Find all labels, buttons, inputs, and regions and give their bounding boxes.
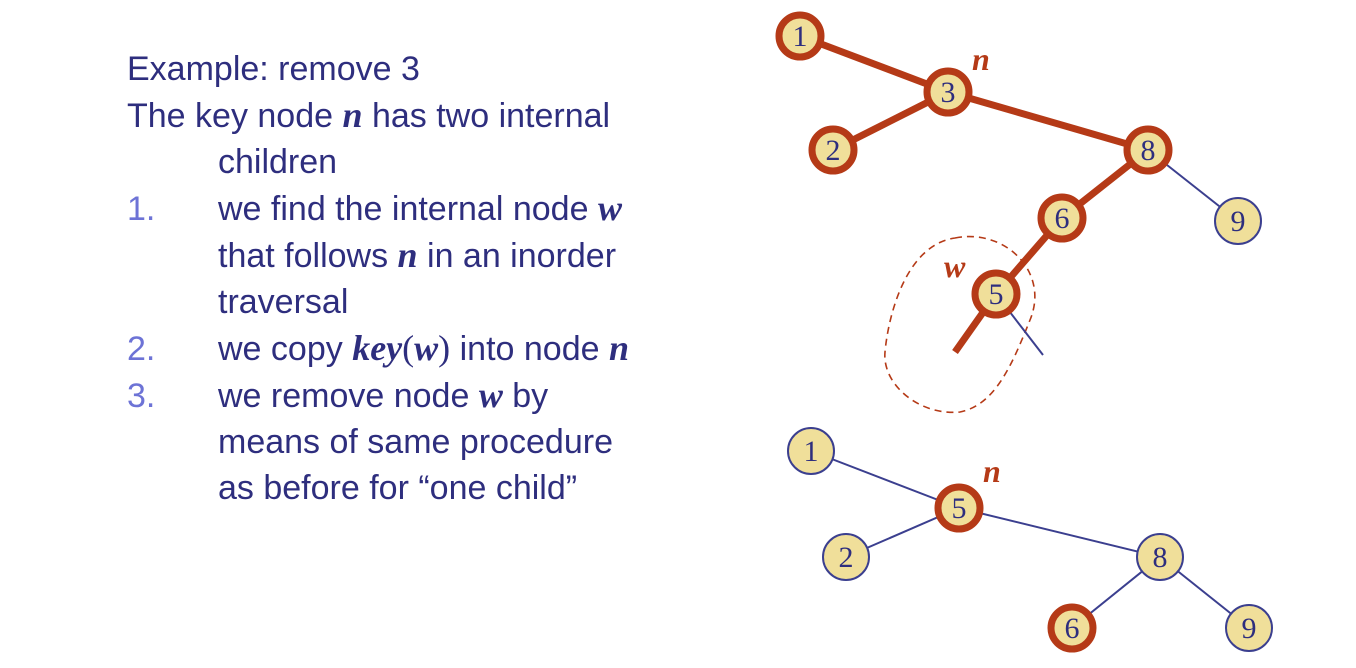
node-3: 3	[923, 67, 973, 117]
node-1: 1	[775, 11, 825, 61]
explanation-text: Example: remove 3 The key node n has two…	[127, 46, 717, 511]
var-n: n	[608, 328, 629, 368]
node-2: 2	[808, 125, 858, 175]
svg-text:5: 5	[952, 492, 967, 525]
svg-text:8: 8	[1141, 134, 1156, 167]
edge-1-5	[810, 450, 960, 509]
step-number: 2.	[127, 330, 156, 368]
svg-text:6: 6	[1065, 612, 1080, 645]
intro-line: The key node n has two internal	[127, 95, 611, 135]
step-3: 3.we remove node w by	[127, 372, 717, 419]
var-w: w	[478, 375, 503, 415]
label-w: w	[944, 248, 966, 284]
svg-text:5: 5	[989, 278, 1004, 311]
var-w: w	[414, 328, 439, 368]
step-1-line-3: traversal	[218, 283, 349, 321]
var-n: n	[397, 235, 418, 275]
fn-key: key	[352, 328, 403, 368]
node-8: 8	[1123, 125, 1173, 175]
step-number: 1.	[127, 190, 156, 228]
tree-after: 1 5 2 8 6 9 n	[787, 427, 1273, 653]
svg-text:2: 2	[839, 541, 854, 574]
tree-before: 1 3 2 8 6 9 5 n w	[775, 11, 1262, 414]
step-1: 1.we find the internal node w	[127, 185, 717, 232]
svg-text:1: 1	[793, 20, 808, 53]
node-2: 2	[822, 533, 870, 581]
label-n: n	[983, 453, 1001, 489]
w-region-outline	[884, 235, 1036, 414]
node-6: 6	[1047, 603, 1097, 653]
step-1-line-2: that follows n in an inorder	[218, 235, 617, 275]
step-3-line-2: means of same procedure	[218, 423, 613, 461]
node-1: 1	[787, 427, 835, 475]
edge-3-8	[947, 88, 1149, 154]
step-2: 2.we copy key(w) into node n	[127, 325, 717, 372]
svg-text:1: 1	[804, 435, 819, 468]
svg-text:8: 8	[1153, 541, 1168, 574]
intro-line-2: children	[218, 143, 338, 181]
example-title: Example: remove 3	[127, 50, 420, 88]
node-6: 6	[1037, 193, 1087, 243]
var-n: n	[342, 95, 363, 135]
svg-text:6: 6	[1055, 202, 1070, 235]
node-5: 5	[971, 269, 1021, 319]
node-9: 9	[1225, 604, 1273, 652]
step-number: 3.	[127, 377, 156, 415]
node-9: 9	[1214, 197, 1262, 245]
svg-text:3: 3	[941, 76, 956, 109]
svg-text:2: 2	[826, 134, 841, 167]
node-5: 5	[934, 483, 984, 533]
var-w: w	[597, 188, 622, 228]
svg-text:9: 9	[1231, 205, 1246, 238]
edge-5-8	[958, 507, 1161, 558]
svg-text:9: 9	[1242, 612, 1257, 645]
step-3-line-3: as before for “one child”	[218, 469, 578, 507]
edge-1-3	[798, 32, 950, 96]
node-8: 8	[1136, 533, 1184, 581]
label-n: n	[972, 41, 990, 77]
